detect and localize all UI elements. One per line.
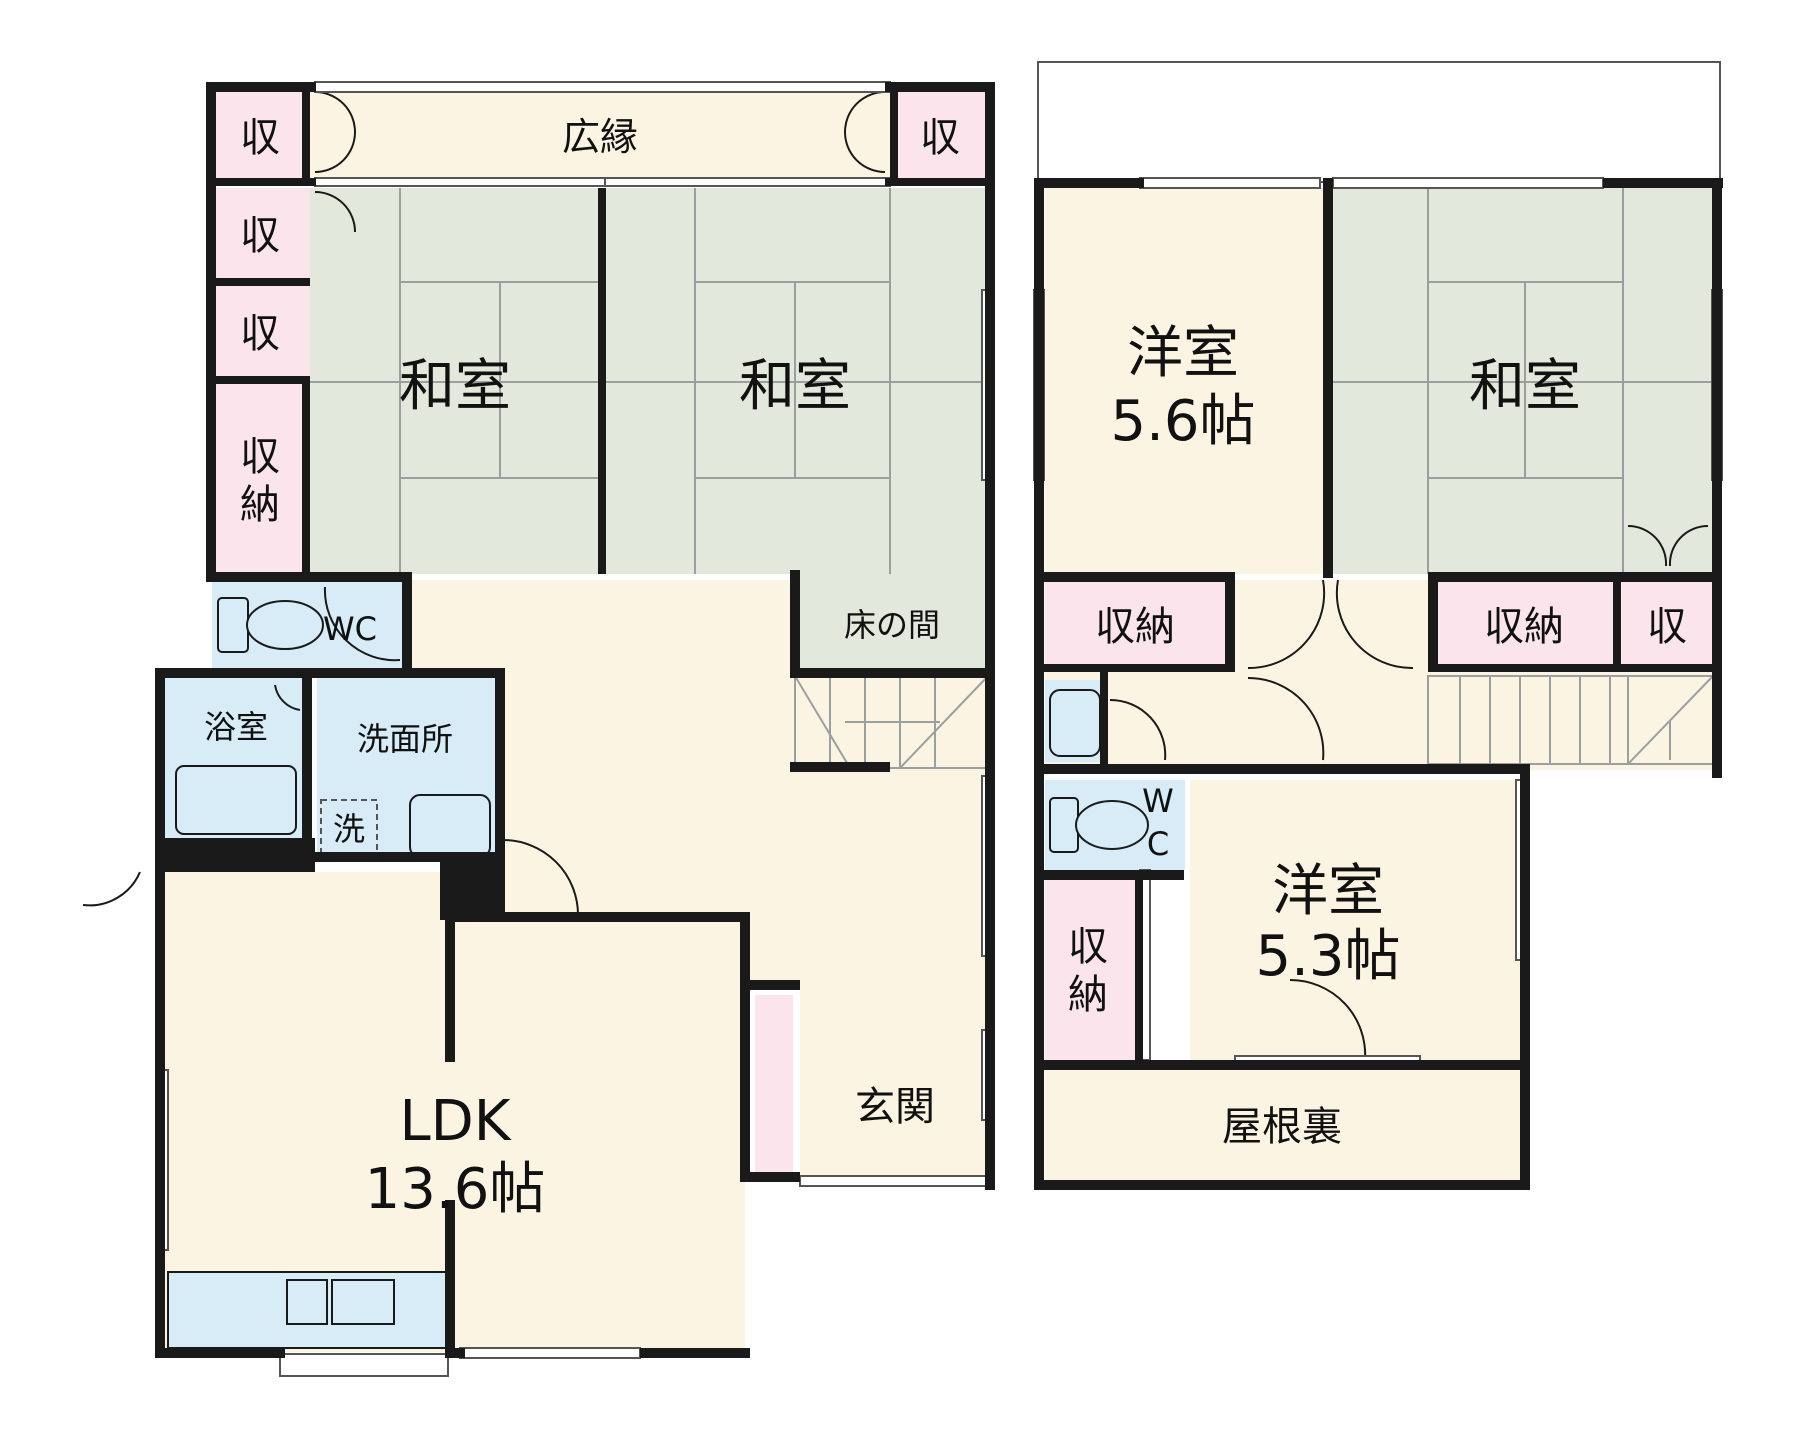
storage-label: 収納 [1484, 604, 1564, 650]
wc-label: WC [323, 610, 377, 648]
yaneura-floor [1045, 1070, 1520, 1180]
door-swings-floor2 [1109, 524, 1709, 1061]
walls-floor1 [155, 82, 995, 1358]
storage-2f [1045, 580, 1225, 670]
yoshitsu-a-floor [1045, 188, 1323, 574]
washer-label: 洗 [333, 810, 365, 848]
toilet-tank-2f [1049, 797, 1079, 853]
storage-label: 納 [240, 482, 280, 528]
storage-2f [1622, 580, 1713, 670]
sink-basin [286, 1279, 328, 1325]
storage-label: 収納 [1095, 604, 1175, 650]
yoshitsu-a-size: 5.6帖 [1110, 389, 1255, 454]
washitsu-2f-label: 和室 [1469, 354, 1581, 419]
ldk-size-label: 13.6帖 [365, 1157, 546, 1222]
storage-cell [212, 384, 310, 574]
tokonoma-label: 床の間 [844, 606, 940, 644]
storage-label: 納 [1068, 972, 1108, 1018]
hiroen-floor [310, 88, 890, 182]
genkan-storage [755, 995, 793, 1175]
storage-label: 収 [240, 115, 280, 161]
washroom-label: 洗面所 [357, 720, 453, 758]
washitsu-label: 和室 [399, 354, 511, 419]
floor-1: 広縁 収 収 収 収 収 納 和室 和室 WC 浴室 洗面所 洗 床の間 玄関 … [82, 81, 995, 1377]
storage-label: 収 [240, 311, 280, 357]
toilet-bowl-2f [1075, 800, 1149, 850]
tatami-lines-2f [1333, 188, 1713, 574]
bathroom-label: 浴室 [204, 708, 268, 746]
storage-cell [212, 286, 310, 378]
toilet-bowl [246, 600, 324, 650]
tokonoma-floor [795, 574, 988, 668]
ldk-name-label: LDK [399, 1089, 511, 1154]
ldk-floor [165, 872, 745, 1352]
washbasin-2f [1049, 689, 1101, 757]
yoshitsu-b-name: 洋室 [1272, 859, 1384, 924]
yoshitsu-b-floor [1190, 780, 1520, 1060]
wc-2f-label-w: W [1142, 782, 1174, 820]
yoshitsu-b-size: 5.3帖 [1255, 924, 1400, 989]
storage-label: 収 [1068, 924, 1108, 970]
balcony-outline [1037, 61, 1721, 183]
storage-label: 収 [240, 213, 280, 259]
storage-2f [1435, 580, 1613, 670]
tatami-lines [310, 188, 988, 574]
storage-cell [212, 188, 310, 280]
kitchen-counter [167, 1271, 451, 1349]
yaneura-label: 屋根裏 [1222, 1104, 1342, 1150]
storage-2f-left [1045, 880, 1135, 1060]
hiroen-label: 広縁 [562, 115, 638, 159]
wc-2f-label-c: C [1147, 825, 1169, 863]
storage-cell [212, 88, 310, 182]
storage-label: 収 [920, 115, 960, 161]
sink-basin [331, 1279, 395, 1325]
walls-floor2 [1034, 178, 1723, 1190]
washitsu-label: 和室 [739, 354, 851, 419]
washbasin [409, 794, 491, 858]
yoshitsu-a-name: 洋室 [1127, 321, 1239, 386]
storage-label: 収 [1647, 604, 1687, 650]
floor-2: 洋室 5.6帖 和室 収納 収納 収 W C 洋室 5.3帖 収 納 屋根裏 [1033, 61, 1723, 1190]
hall-floor [410, 580, 988, 1182]
bathtub [175, 765, 297, 835]
storage-cell [890, 88, 988, 182]
storage-label: 収 [240, 434, 280, 480]
genkan-label: 玄関 [855, 1084, 935, 1130]
toilet-tank [217, 597, 249, 653]
